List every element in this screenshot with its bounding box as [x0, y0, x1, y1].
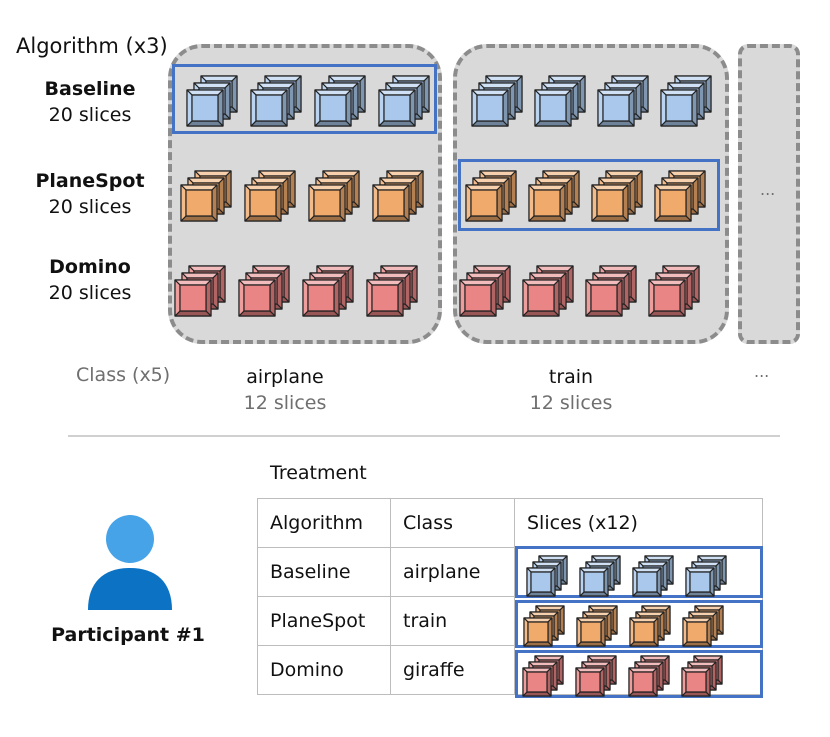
cube-stack [314, 75, 366, 127]
treatment-title: Treatment [270, 462, 367, 484]
cube-stack [174, 265, 226, 317]
class-name-train: train [548, 366, 594, 388]
cube-stack [372, 170, 424, 222]
cube-stack [629, 605, 671, 647]
cube-stack [302, 265, 354, 317]
class-group-more [738, 44, 800, 344]
section-divider [68, 435, 780, 437]
row-class: giraffe [390, 645, 515, 695]
class-slices-train: 12 slices [529, 392, 613, 414]
cube-stack [522, 655, 564, 697]
cube-stack [654, 170, 706, 222]
cube-stack [632, 555, 674, 597]
row-class: train [390, 596, 515, 646]
algorithm-header: Algorithm (x3) [16, 34, 168, 58]
cube-stack [681, 655, 723, 697]
cube-stack [250, 75, 302, 127]
participant-label: Participant #1 [51, 624, 205, 646]
algorithm-slices-baseline: 20 slices [48, 104, 132, 126]
ellipsis-class: ... [754, 362, 770, 381]
treatment-table: Algorithm Class Slices (x12) Baseline ai… [257, 498, 763, 695]
algorithm-name-baseline: Baseline [44, 78, 136, 100]
table-header-row: Algorithm Class Slices (x12) [257, 498, 763, 548]
cube-stack [534, 75, 586, 127]
cube-stack [660, 75, 712, 127]
class-header: Class (x5) [76, 364, 171, 386]
cube-stack [244, 170, 296, 222]
cube-stack [528, 170, 580, 222]
cube-stack [597, 75, 649, 127]
cube-stack [591, 170, 643, 222]
cube-stack [682, 605, 724, 647]
cube-stack [471, 75, 523, 127]
highlight-planespot-train [458, 159, 720, 231]
cube-stack [180, 170, 232, 222]
algorithm-name-domino: Domino [49, 256, 131, 278]
row-class: airplane [390, 547, 515, 597]
cube-stack [465, 170, 517, 222]
cube-stack [523, 605, 565, 647]
cube-stack [585, 265, 637, 317]
cube-stack [186, 75, 238, 127]
algorithm-slices-planespot: 20 slices [48, 196, 132, 218]
cube-stack [238, 265, 290, 317]
column-header-class: Class [390, 498, 515, 548]
cube-stack [378, 75, 430, 127]
person-icon [88, 515, 172, 610]
row-algorithm: PlaneSpot [257, 596, 391, 646]
cube-stack [526, 555, 568, 597]
row-algorithm: Baseline [257, 547, 391, 597]
class-slices-airplane: 12 slices [243, 392, 327, 414]
class-name-airplane: airplane [246, 366, 324, 388]
cube-stack [628, 655, 670, 697]
cube-stack [308, 170, 360, 222]
cube-stack [522, 265, 574, 317]
column-header-algorithm: Algorithm [257, 498, 391, 548]
cube-stack [366, 265, 418, 317]
cube-stack [579, 555, 621, 597]
column-header-slices: Slices (x12) [514, 498, 763, 548]
row-algorithm: Domino [257, 645, 391, 695]
ellipsis-group: ... [760, 180, 776, 199]
algorithm-slices-domino: 20 slices [48, 282, 132, 304]
cube-stack [685, 555, 727, 597]
cube-stack [459, 265, 511, 317]
algorithm-name-planespot: PlaneSpot [35, 170, 145, 192]
highlight-baseline-airplane [172, 64, 437, 134]
cube-stack [576, 605, 618, 647]
cube-stack [575, 655, 617, 697]
cube-stack [648, 265, 700, 317]
